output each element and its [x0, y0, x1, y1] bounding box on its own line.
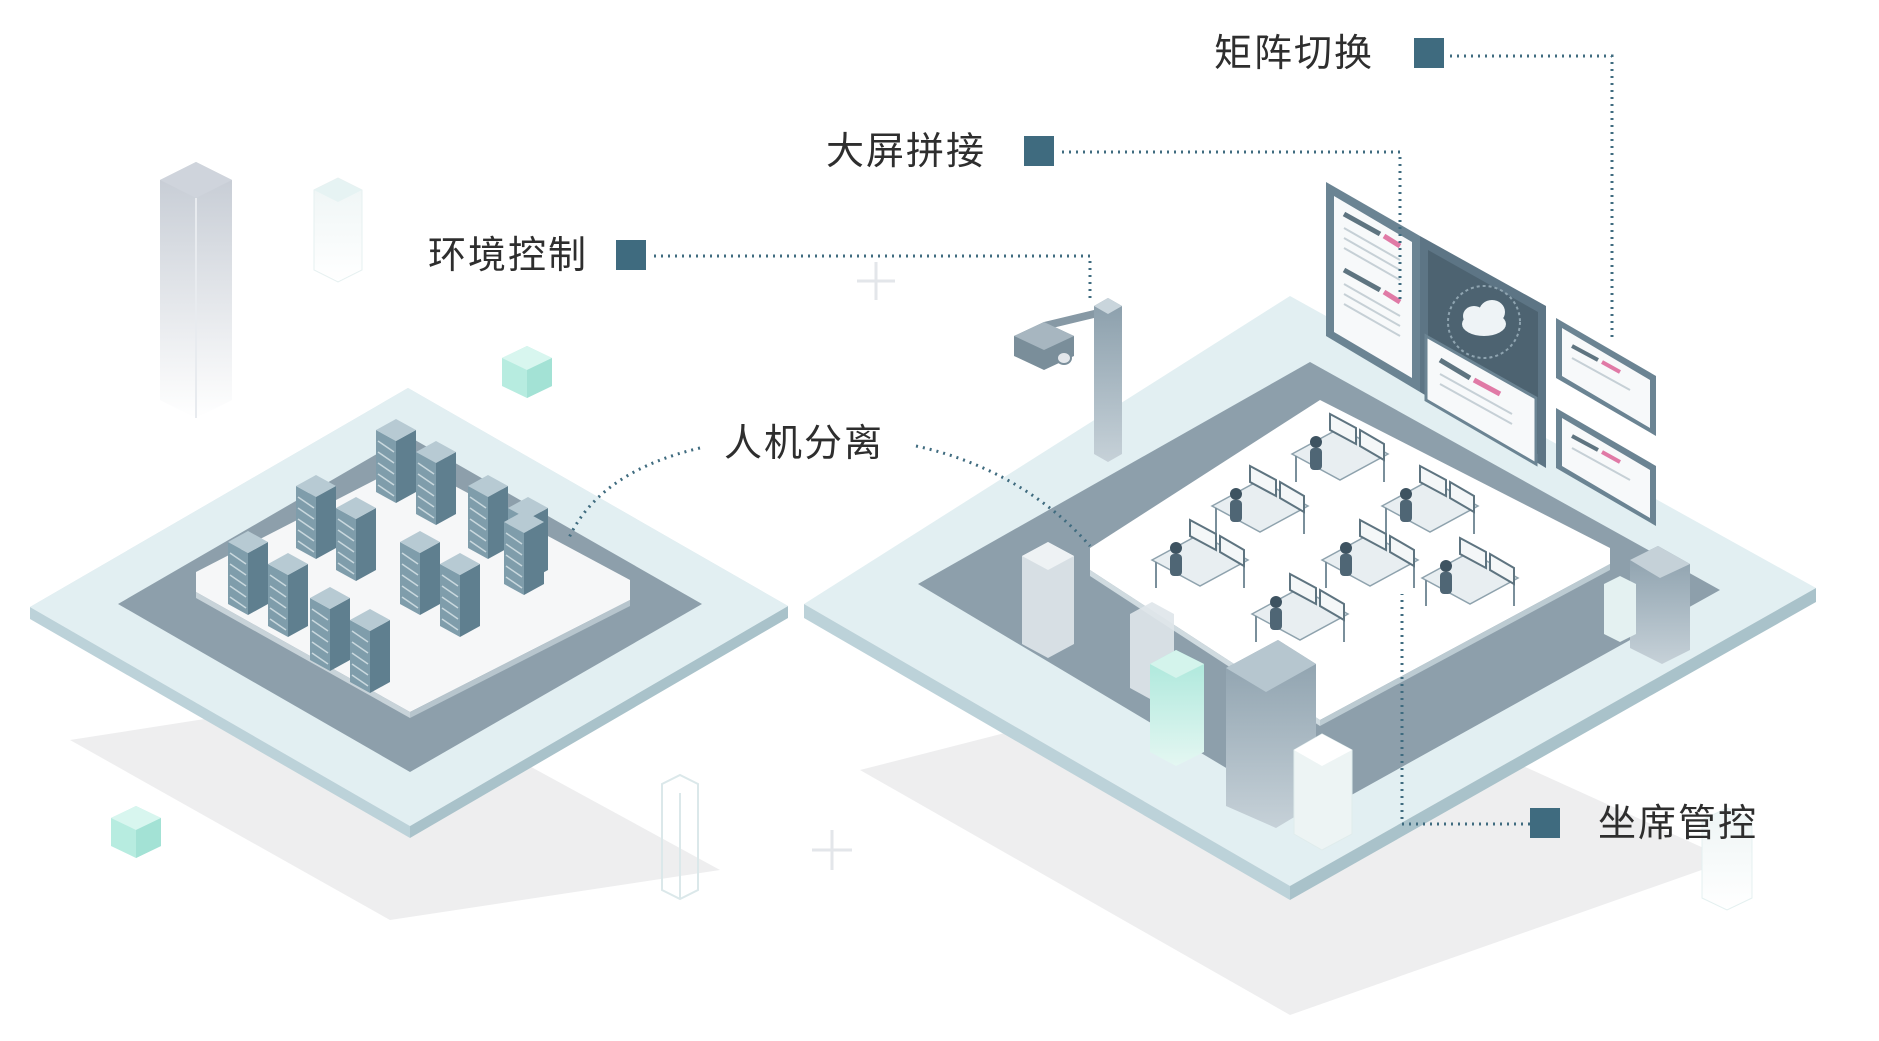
cctv-camera-icon: [1014, 298, 1122, 462]
label-kvm-separation: 人机分离: [724, 421, 885, 465]
workstation-desk-icon: [1210, 464, 1310, 534]
workstation-desk-icon: [1290, 412, 1390, 482]
server-rack-icon: [296, 475, 336, 559]
leader-matrix-switching: [1450, 54, 1614, 340]
server-rack-icon: [268, 553, 308, 637]
server-rack-icon: [310, 587, 350, 671]
marker-environment-control: [616, 240, 646, 270]
workstation-desk-icon: [1380, 464, 1480, 534]
server-rack-icon: [468, 475, 508, 559]
marker-video-wall: [1024, 136, 1054, 166]
workstation-desk-icon: [1150, 518, 1250, 588]
workstation-desk-icon: [1420, 536, 1520, 606]
right-platform-pillars: [1022, 542, 1690, 851]
operator-workstations: [1150, 412, 1520, 642]
leader-seat-control: [1400, 594, 1530, 826]
server-rack-icon: [376, 419, 416, 503]
leader-kvm-left: [566, 446, 701, 541]
marker-seat-control: [1530, 808, 1560, 838]
video-wall-panel-icon: [1326, 182, 1656, 526]
ghost-pillar-top: [313, 177, 363, 283]
mint-cube-bottom: [111, 806, 161, 858]
tall-gray-pillar: [160, 162, 232, 418]
leader-environment-control: [654, 254, 1092, 300]
workstation-desk-icon: [1320, 518, 1420, 588]
plus-marks: [812, 262, 895, 870]
label-environment-control: 环境控制: [428, 233, 589, 277]
leader-lines: [566, 54, 1614, 826]
server-rack-icon: [440, 553, 480, 637]
ghost-pillar-bottom: [661, 773, 699, 901]
server-rack-icon: [336, 497, 376, 581]
label-seat-control: 坐席管控: [1598, 801, 1759, 845]
server-rack-icon: [350, 609, 390, 693]
marker-matrix-switching: [1414, 38, 1444, 68]
cloud-icon: [1462, 300, 1506, 336]
label-video-wall: 大屏拼接: [826, 129, 987, 173]
server-rack-icon: [228, 531, 268, 615]
server-rack-icon: [504, 511, 544, 595]
workstation-desk-icon: [1250, 572, 1350, 642]
ghost-pillar-right: [1701, 807, 1753, 911]
leader-video-wall: [1062, 150, 1402, 300]
server-racks: [228, 419, 548, 693]
server-rack-icon: [400, 531, 440, 615]
label-matrix-switching: 矩阵切换: [1214, 31, 1375, 75]
server-rack-icon: [416, 441, 456, 525]
mint-cube-top: [502, 346, 552, 398]
